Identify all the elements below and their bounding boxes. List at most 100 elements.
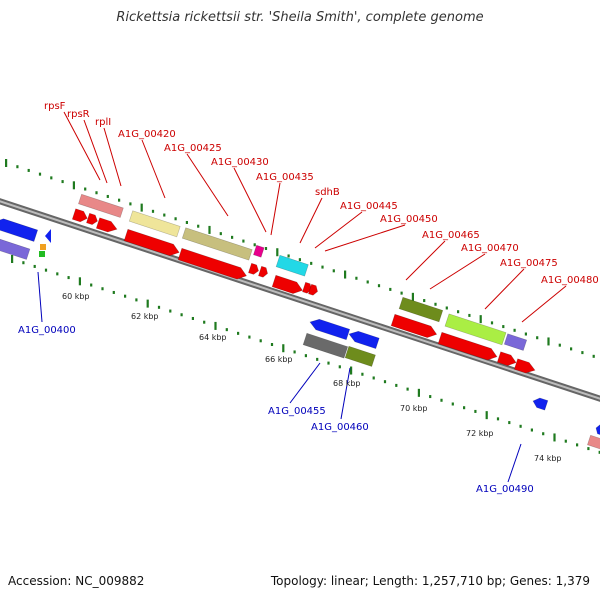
gene-label-A1G_00400[interactable]: A1G_00400	[18, 325, 76, 336]
gene-arrow-A1G_00455	[309, 318, 351, 341]
gene-arrow-rplI-shape	[95, 217, 118, 233]
minor-tick	[293, 350, 296, 354]
minor-tick	[163, 213, 166, 217]
minor-tick	[496, 417, 500, 421]
minor-tick	[332, 269, 335, 273]
gene-label-A1G_00465[interactable]: A1G_00465	[422, 230, 480, 241]
minor-tick	[50, 176, 53, 180]
genome-backbone	[0, 198, 600, 402]
gene-block-A1G_00470-shape	[444, 313, 507, 346]
minor-tick	[519, 424, 522, 428]
gene-label-A1G_00445[interactable]: A1G_00445	[340, 201, 398, 212]
gene-block-A1G_00465-shape	[398, 296, 444, 323]
lower-tick-track	[11, 255, 600, 454]
gene-block-A1G_00425	[181, 227, 253, 261]
major-tick	[350, 366, 353, 375]
minor-tick	[298, 258, 301, 262]
gene-block-A1G_00430	[253, 244, 265, 258]
gene-label-A1G_00455[interactable]: A1G_00455	[268, 406, 326, 417]
major-tick	[140, 203, 143, 212]
gene-label-A1G_00460[interactable]: A1G_00460	[311, 422, 369, 433]
major-tick	[208, 225, 211, 234]
major-tick	[276, 248, 279, 257]
genome-stats-text: Topology: linear; Length: 1,257,710 bp; …	[270, 574, 590, 588]
gene-label-A1G_00470[interactable]: A1G_00470	[461, 243, 519, 254]
gene-block-rpsF-rpsR-rplI-shape	[78, 193, 124, 218]
gene-block-A1G_00430-shape	[253, 244, 265, 258]
minor-tick	[219, 232, 222, 236]
minor-tick	[118, 198, 121, 202]
gene-arrow-A1G_00450	[308, 283, 318, 296]
callout-line	[484, 268, 525, 310]
gene-label-A1G_00435[interactable]: A1G_00435	[256, 172, 314, 183]
callout-line	[289, 362, 321, 404]
minor-tick	[372, 376, 375, 380]
minor-tick	[310, 261, 313, 265]
minor-tick	[242, 239, 245, 243]
minor-tick	[38, 172, 42, 176]
minor-tick	[316, 357, 319, 361]
major-tick	[479, 315, 482, 324]
gene-arrow-A1G_00475	[496, 351, 517, 366]
gene-block-A1G_00470	[444, 313, 507, 346]
minor-tick	[598, 450, 600, 454]
gene-arrow-A1G_00450-shape	[308, 283, 318, 296]
scale-label: 60 kbp	[62, 292, 90, 301]
major-tick	[411, 292, 414, 301]
minor-tick	[400, 291, 403, 295]
gene-block-A1G_00420	[128, 210, 181, 238]
gene-label-A1G_00490[interactable]: A1G_00490	[476, 484, 534, 495]
major-tick	[146, 299, 149, 308]
gene-block-A1G_00460-shape	[344, 345, 376, 367]
gene-arrow-edge	[595, 423, 600, 436]
minor-tick	[536, 336, 539, 340]
gene-label-A1G_00475[interactable]: A1G_00475	[500, 258, 558, 269]
minor-tick	[377, 284, 381, 288]
minor-tick	[225, 328, 228, 332]
callout-line	[324, 224, 406, 252]
gene-label-sdhB[interactable]: sdhB	[315, 187, 340, 198]
minor-tick	[513, 328, 516, 332]
minor-tick	[106, 194, 109, 198]
minor-tick	[203, 320, 206, 324]
gene-callout-lines	[37, 111, 567, 483]
minor-tick	[264, 247, 268, 251]
minor-tick	[558, 343, 561, 347]
gene-label-A1G_00450[interactable]: A1G_00450	[380, 214, 438, 225]
scale-label: 64 kbp	[199, 333, 227, 342]
minor-tick	[429, 395, 432, 399]
scale-label: 66 kbp	[265, 355, 293, 364]
minor-tick	[366, 280, 369, 284]
gene-label-rpsR[interactable]: rpsR	[67, 109, 90, 120]
minor-tick	[530, 428, 533, 432]
callout-line	[340, 367, 351, 420]
minor-tick	[27, 168, 30, 172]
gene-label-A1G_00425[interactable]: A1G_00425	[164, 143, 222, 154]
gene-label-rplI[interactable]: rplI	[95, 117, 111, 128]
minor-tick	[237, 331, 240, 335]
gene-arrow-A1G_00460	[348, 330, 380, 349]
minor-tick	[327, 361, 330, 365]
minor-tick	[67, 276, 70, 280]
minor-tick	[151, 209, 155, 213]
gene-block-A1G_00425-shape	[181, 227, 253, 261]
gene-arrow-A1G_00430	[248, 262, 259, 275]
gene-label-rpsF[interactable]: rpsF	[44, 101, 66, 112]
gene-arrow-left-block	[0, 218, 39, 242]
minor-tick	[231, 235, 234, 239]
major-tick	[485, 411, 488, 420]
major-tick	[214, 321, 217, 330]
minor-tick	[124, 294, 127, 298]
gene-label-A1G_00420[interactable]: A1G_00420	[118, 129, 176, 140]
gene-arrow-rpsF-shape	[71, 208, 88, 223]
gene-label-A1G_00430[interactable]: A1G_00430	[211, 157, 269, 168]
gene-block-sdhB	[275, 254, 309, 277]
gene-block-A1G_00465	[398, 296, 444, 323]
gene-label-A1G_00480[interactable]: A1G_00480	[541, 275, 599, 286]
callout-line	[63, 111, 101, 181]
scale-label: 70 kbp	[400, 404, 428, 413]
minor-tick	[542, 432, 545, 436]
major-tick	[78, 277, 81, 286]
gene-arrow-A1G_00480-shape	[513, 358, 536, 374]
major-tick	[11, 255, 14, 263]
